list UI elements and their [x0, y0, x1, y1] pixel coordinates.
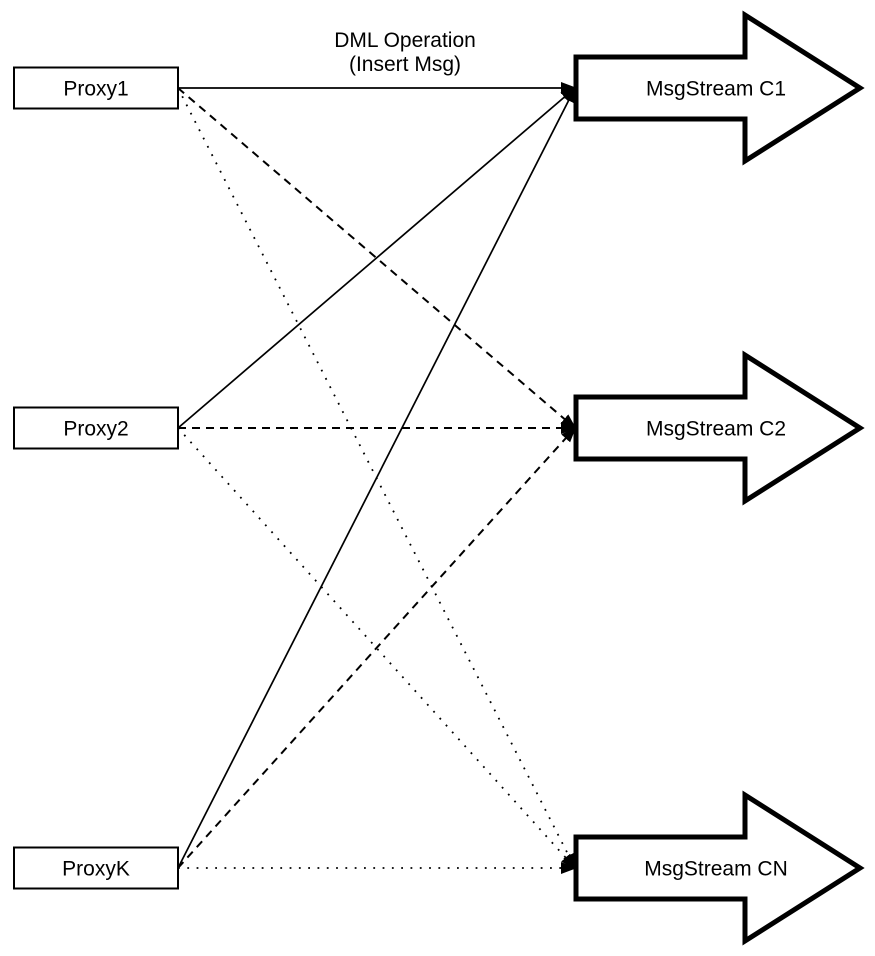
- annotation: DML Operation (Insert Msg): [334, 29, 476, 76]
- edge-proxy2-cn-dotted: [177, 427, 577, 870]
- annotation-line2: (Insert Msg): [349, 53, 461, 76]
- edge-proxy1-cn-dotted: [177, 87, 576, 870]
- edge-layer: [177, 82, 577, 874]
- stream-node-c2: MsgStream C2: [573, 350, 865, 506]
- proxyk-box: [13, 846, 179, 890]
- proxy-node-proxy2: Proxy2: [13, 406, 179, 450]
- proxy1-label: Proxy1: [63, 78, 128, 101]
- proxy-node-proxyk: ProxyK: [13, 846, 179, 890]
- stream-cn-label: MsgStream CN: [644, 858, 788, 881]
- stream-c2-arrow-shape: [573, 350, 865, 506]
- proxyk-label: ProxyK: [62, 858, 130, 881]
- edge-proxyk-c2-dashed: [177, 426, 577, 869]
- stream-node-c1: MsgStream C1: [573, 10, 865, 166]
- proxy2-box: [13, 406, 179, 450]
- stream-c2-label: MsgStream C2: [646, 418, 786, 441]
- edge-proxy1-c2-dashed: [177, 87, 577, 430]
- edge-proxy2-c1-solid: [177, 86, 577, 429]
- annotation-line1: DML Operation: [334, 29, 476, 52]
- proxy2-label: Proxy2: [63, 418, 128, 441]
- stream-cn-arrow-shape: [573, 790, 865, 946]
- proxy-node-proxy1: Proxy1: [13, 66, 179, 110]
- stream-c1-arrow-shape: [573, 10, 865, 166]
- stream-node-cn: MsgStream CN: [573, 790, 865, 946]
- proxy1-box: [13, 66, 179, 110]
- stream-c1-label: MsgStream C1: [646, 78, 786, 101]
